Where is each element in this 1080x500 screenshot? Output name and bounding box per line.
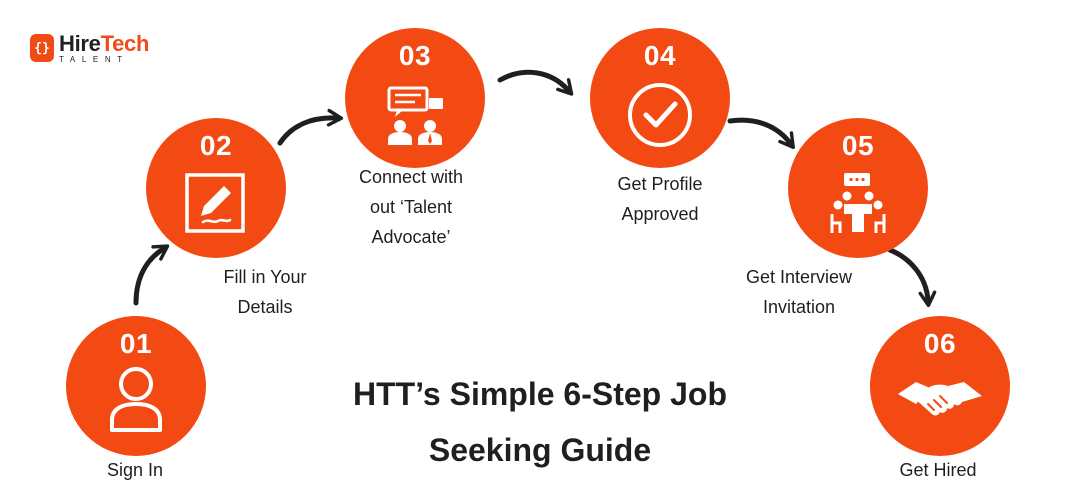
- step-number: 04: [643, 40, 677, 71]
- step-number: 03: [398, 40, 432, 71]
- step-03: 03: [345, 28, 485, 168]
- logo-subtitle: TALENT: [59, 54, 129, 64]
- page-title: HTT’s Simple 6-Step Job Seeking Guide: [353, 376, 727, 468]
- step-06-caption: Get Hired: [899, 460, 977, 480]
- hiretech-logo: {} HireTech TALENT: [30, 30, 149, 66]
- step-number: 05: [841, 130, 875, 161]
- step-03-caption: Connect with out ‘Talent Advocate’: [358, 167, 464, 247]
- handshake-icon: [898, 382, 982, 416]
- edit-form-icon: [185, 173, 245, 233]
- arrow-step2-to-step3: [277, 108, 344, 146]
- step-02-caption: Fill in Your Details: [223, 267, 307, 317]
- arrow-step4-to-step5: [727, 117, 795, 150]
- user-icon: [110, 367, 162, 432]
- checkmark-icon: [628, 83, 692, 147]
- step-number: 01: [119, 328, 153, 359]
- step-04: 04: [590, 28, 730, 168]
- step-05-caption: Get Interview Invitation: [745, 267, 853, 317]
- step-01-caption: Sign In: [106, 460, 164, 480]
- logo-name-tech: Tech: [100, 30, 150, 56]
- step-04-caption: Get Profile Approved: [617, 174, 703, 224]
- logo-name-hire: Hire: [59, 30, 101, 56]
- step-number: 02: [199, 130, 233, 161]
- arrow-step5-to-step6: [887, 247, 937, 308]
- step-06: 06: [870, 316, 1010, 456]
- team-meeting-icon: [830, 173, 886, 233]
- step-number: 06: [923, 328, 957, 359]
- step-01: 01: [66, 316, 206, 456]
- arrow-step3-to-step4: [497, 69, 574, 96]
- logo-mark-icon: {}: [30, 34, 54, 62]
- arrow-step1-to-step2: [133, 244, 170, 306]
- step-02: 02: [146, 118, 286, 258]
- step-05: 05: [788, 118, 928, 258]
- chat-meeting-icon: [387, 86, 443, 145]
